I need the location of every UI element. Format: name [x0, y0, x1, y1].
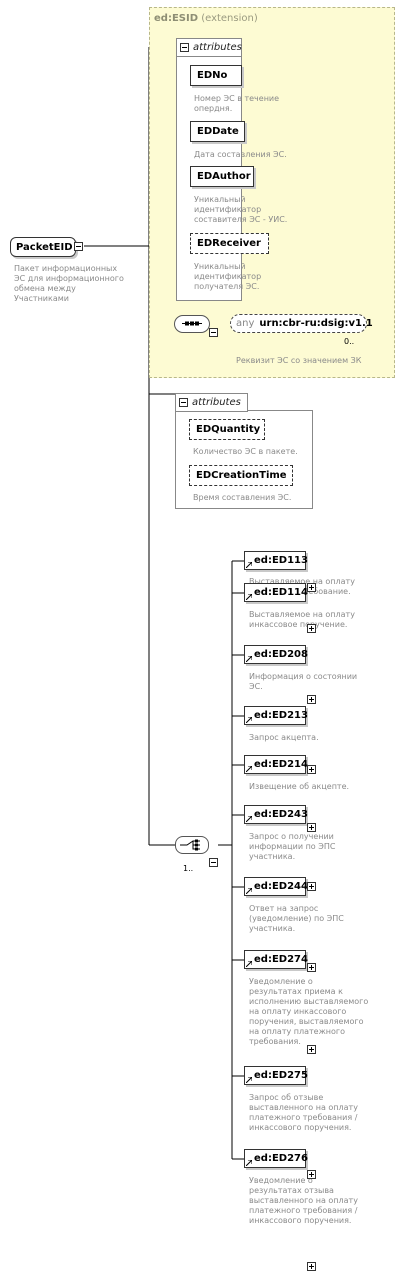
- expand-icon[interactable]: [307, 1262, 316, 1271]
- any-namespace: urn:cbr-ru:dsig:v1.1: [259, 318, 373, 329]
- expand-icon[interactable]: [307, 695, 316, 704]
- reference-arrow-icon: [246, 656, 252, 662]
- attribute-documentation: Уникальный идентификатор составителя ЭС …: [194, 195, 288, 224]
- element-ed113[interactable]: ed:ED113: [244, 551, 308, 570]
- base-attributes-header[interactable]: attributes: [176, 38, 242, 57]
- expand-icon[interactable]: [307, 882, 316, 891]
- element-documentation: Уведомление о результатах приема к испол…: [249, 977, 369, 1046]
- extension-title: ed:ESID (extension): [154, 13, 258, 24]
- root-element-label: PacketEID: [16, 241, 73, 253]
- attribute-edauthor[interactable]: EDAuthor: [190, 166, 254, 187]
- expand-icon[interactable]: [307, 963, 316, 972]
- attributes-label: attributes: [193, 42, 242, 53]
- reference-arrow-icon: [246, 888, 252, 894]
- sequence-compositor[interactable]: [174, 315, 210, 333]
- element-documentation: Извещение об акцепте.: [249, 782, 350, 791]
- extension-type: ed:ESID: [154, 13, 198, 24]
- element-documentation: Информация о состоянии ЭС.: [249, 672, 358, 691]
- expand-icon[interactable]: [307, 765, 316, 774]
- sequence-icon: [182, 321, 202, 326]
- own-attributes-header[interactable]: attributes: [175, 393, 248, 412]
- reference-arrow-icon: [246, 961, 252, 967]
- collapse-icon[interactable]: [209, 328, 218, 337]
- element-documentation: Запрос акцепта.: [249, 733, 319, 742]
- attributes-label: attributes: [192, 397, 241, 408]
- expand-icon[interactable]: [307, 1045, 316, 1054]
- reference-arrow-icon: [246, 1077, 252, 1083]
- extension-note: (extension): [201, 13, 258, 24]
- element-ed214[interactable]: ed:ED214: [244, 755, 308, 774]
- attribute-edquantity[interactable]: EDQuantity: [189, 419, 265, 440]
- choice-icon: [180, 839, 200, 851]
- choice-cardinality: 1..: [183, 864, 194, 873]
- expand-icon[interactable]: [307, 624, 316, 633]
- element-ed276[interactable]: ed:ED276: [244, 1149, 308, 1168]
- collapse-icon[interactable]: [74, 242, 83, 251]
- reference-arrow-icon: [246, 717, 252, 723]
- attribute-documentation: Дата составления ЭС.: [194, 150, 287, 159]
- element-documentation: Запрос о получении информации по ЭПС уча…: [249, 832, 336, 861]
- reference-arrow-icon: [246, 594, 252, 600]
- reference-arrow-icon: [246, 816, 252, 822]
- any-keyword: any: [236, 318, 255, 329]
- element-ed208[interactable]: ed:ED208: [244, 645, 308, 664]
- reference-arrow-icon: [246, 1160, 252, 1166]
- any-documentation: Реквизит ЭС со значением ЗК: [236, 356, 362, 365]
- expand-icon[interactable]: [307, 583, 316, 592]
- element-ed275[interactable]: ed:ED275: [244, 1066, 308, 1085]
- any-element[interactable]: any urn:cbr-ru:dsig:v1.1: [230, 314, 373, 333]
- element-documentation: Ответ на запрос (уведомление) по ЭПС уча…: [249, 904, 344, 933]
- root-element-packeteid[interactable]: PacketEID: [10, 237, 76, 257]
- choice-compositor[interactable]: [175, 836, 209, 854]
- reference-arrow-icon: [246, 766, 252, 772]
- attribute-edreceiver[interactable]: EDReceiver: [190, 233, 269, 254]
- element-ed244[interactable]: ed:ED244: [244, 877, 308, 896]
- collapse-icon[interactable]: [179, 398, 188, 407]
- any-cardinality: 0..: [344, 337, 355, 346]
- attribute-edcreationtime[interactable]: EDCreationTime: [189, 465, 293, 486]
- element-ed243[interactable]: ed:ED243: [244, 805, 308, 824]
- element-ed114[interactable]: ed:ED114: [244, 583, 308, 602]
- reference-arrow-icon: [246, 562, 252, 568]
- element-documentation: Выставляемое на оплату инкассовое поруче…: [249, 610, 355, 629]
- root-documentation: Пакет информационных ЭС для информационн…: [14, 264, 124, 303]
- attribute-documentation: Номер ЭС в течение опердня.: [194, 94, 280, 113]
- element-ed213[interactable]: ed:ED213: [244, 706, 308, 725]
- element-ed274[interactable]: ed:ED274: [244, 950, 308, 969]
- expand-icon[interactable]: [307, 1170, 316, 1179]
- attribute-eddate[interactable]: EDDate: [190, 121, 245, 142]
- collapse-icon[interactable]: [180, 43, 189, 52]
- attribute-documentation: Уникальный идентификатор получателя ЭС.: [194, 262, 262, 291]
- attribute-documentation: Время составления ЭС.: [193, 493, 292, 502]
- collapse-icon[interactable]: [209, 858, 218, 867]
- element-documentation: Уведомление о результатах отзыва выставл…: [249, 1176, 358, 1225]
- element-documentation: Запрос об отзыве выставленного на оплату…: [249, 1093, 358, 1132]
- expand-icon[interactable]: [307, 823, 316, 832]
- attribute-edno[interactable]: EDNo: [190, 65, 242, 86]
- attribute-documentation: Количество ЭС в пакете.: [193, 447, 298, 456]
